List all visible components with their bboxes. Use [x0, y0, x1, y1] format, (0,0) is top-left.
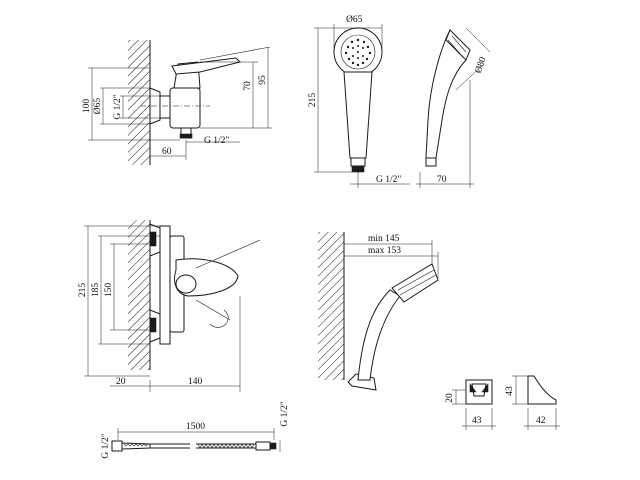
- dim-thread-side: G 1/2": [113, 94, 123, 119]
- dim-thread-hose-left: G 1/2": [101, 433, 111, 458]
- dim-70-side: 70: [437, 175, 447, 185]
- holder-detail-view: 20 43 43 42: [445, 375, 560, 430]
- spray-nozzles: [344, 38, 372, 67]
- dim-dia-65: Ø65: [93, 98, 103, 115]
- dim-43-width: 43: [472, 416, 482, 426]
- dim-1500: 1500: [186, 422, 205, 432]
- handshower-front-view: Ø65 215 G 1/2": [308, 15, 410, 188]
- wall-hatch: [128, 40, 150, 165]
- dim-95: 95: [258, 75, 268, 85]
- dim-215-front: 215: [308, 93, 318, 108]
- dim-thread-hose-right: G 1/2": [280, 401, 290, 426]
- hose-view: 1500 G 1/2" G 1/2": [101, 401, 290, 458]
- mixer-front-view: 215 185 150 20 140: [78, 220, 261, 392]
- wall-hatch-holder: [318, 232, 344, 380]
- dim-215-mixer: 215: [78, 283, 88, 298]
- wall-hatch-front: [128, 220, 150, 370]
- dim-60: 60: [162, 147, 172, 157]
- dim-dia-65-front: Ø65: [346, 15, 363, 25]
- dim-max-153: max 153: [368, 246, 401, 256]
- dim-43-height: 43: [505, 386, 515, 396]
- dim-min-145: min 145: [368, 234, 400, 244]
- dim-thread-shower: G 1/2": [376, 175, 401, 185]
- dim-150: 150: [104, 283, 114, 298]
- dim-20: 20: [116, 377, 126, 387]
- handshower-side-view: Ø80 70: [416, 27, 491, 188]
- dim-70: 70: [243, 81, 253, 91]
- dim-42: 42: [536, 416, 546, 426]
- dim-thread-bottom: G 1/2": [204, 136, 229, 146]
- dim-185: 185: [91, 283, 101, 298]
- dim-20-holder: 20: [445, 393, 455, 403]
- dim-100: 100: [82, 99, 92, 114]
- shower-holder-view: min 145 max 153: [318, 232, 439, 391]
- mixer-side-view: 100 Ø65 G 1/2" 70 95 60 G 1/2": [82, 40, 272, 165]
- dim-140: 140: [188, 377, 203, 387]
- dim-dia-80: Ø80: [474, 56, 489, 75]
